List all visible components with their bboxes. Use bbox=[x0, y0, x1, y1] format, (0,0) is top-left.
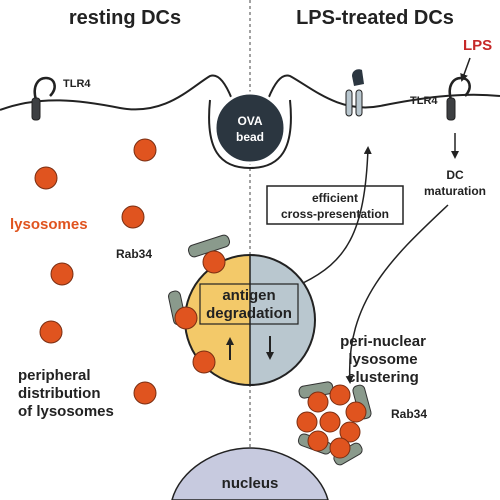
lysosome bbox=[307, 391, 329, 413]
lysosome bbox=[192, 350, 216, 374]
lysosome bbox=[339, 421, 361, 443]
clustering-arrow bbox=[345, 204, 449, 384]
cross-presentation-label-2: cross-presentation bbox=[281, 207, 389, 221]
lysosome bbox=[133, 138, 157, 162]
phagosome-attachments bbox=[168, 234, 231, 374]
tlr4-label-left: TLR4 bbox=[63, 78, 91, 90]
lysosome bbox=[174, 306, 198, 330]
lysosome bbox=[319, 411, 341, 433]
lysosome bbox=[34, 166, 58, 190]
ova-bead-label-2: bead bbox=[236, 130, 264, 144]
lysosome-cluster bbox=[296, 381, 372, 466]
antigen-degradation-label-2: degradation bbox=[206, 305, 292, 322]
lps-label: LPS bbox=[463, 37, 492, 54]
cross-presentation-arrow bbox=[302, 146, 372, 284]
rab34-label-left: Rab34 bbox=[116, 247, 152, 261]
nucleus bbox=[171, 447, 329, 500]
lysosome bbox=[50, 262, 74, 286]
perinuclear-clustering-label-3: clustering bbox=[347, 369, 419, 386]
perinuclear-clustering-label-1: peri-nuclear bbox=[340, 333, 426, 350]
cross-presentation-box bbox=[266, 185, 404, 225]
lysosome bbox=[202, 250, 226, 274]
antigen-degradation-box bbox=[199, 283, 299, 325]
antigen-degradation-label-1: antigen bbox=[222, 287, 275, 304]
lysosome bbox=[329, 437, 351, 459]
rab34-label-right: Rab34 bbox=[391, 407, 427, 421]
dc-maturation-label-1: DC bbox=[446, 168, 464, 182]
ova-bead bbox=[213, 91, 287, 165]
tlr4-label-right: TLR4 bbox=[410, 95, 438, 107]
heading-resting: resting DCs bbox=[69, 7, 181, 29]
ova-bead-label-1: OVA bbox=[237, 114, 262, 128]
tlr4-receptor-right bbox=[446, 76, 471, 121]
perinuclear-clustering-label-2: lysosome bbox=[348, 351, 417, 368]
lysosome bbox=[39, 320, 63, 344]
tlr4-receptor-left bbox=[31, 76, 56, 121]
lysosome bbox=[307, 430, 329, 452]
nucleus-label: nucleus bbox=[222, 475, 279, 492]
peripheral-distribution-label-3: of lysosomes bbox=[18, 403, 114, 420]
dc-maturation-label-2: maturation bbox=[424, 184, 486, 198]
cross-presentation-label-1: efficient bbox=[312, 191, 358, 205]
lysosomes-label: lysosomes bbox=[10, 216, 88, 233]
mhc-receptor bbox=[345, 69, 364, 117]
peripheral-lysosomes bbox=[34, 138, 157, 405]
lysosome bbox=[133, 381, 157, 405]
peripheral-distribution-label-2: distribution bbox=[18, 385, 101, 402]
lysosome bbox=[345, 401, 367, 423]
lysosome bbox=[121, 205, 145, 229]
heading-lps-treated: LPS-treated DCs bbox=[296, 7, 454, 29]
lps-arrow bbox=[460, 57, 471, 82]
phagocytic-cup bbox=[208, 99, 292, 170]
peripheral-distribution-label-1: peripheral bbox=[18, 367, 91, 384]
lysosome bbox=[296, 411, 318, 433]
lysosome bbox=[329, 384, 351, 406]
